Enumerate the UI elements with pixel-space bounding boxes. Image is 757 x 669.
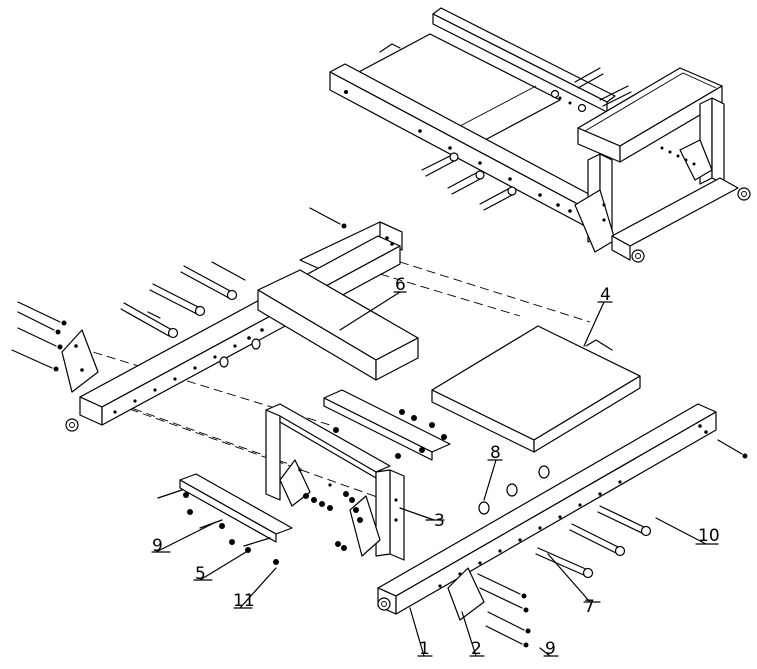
front-frame-right xyxy=(377,403,748,648)
fasteners xyxy=(183,409,447,565)
callout-labels: 6 4 8 3 9 5 11 7 10 1 2 9 xyxy=(152,275,720,659)
callout-8: 8 xyxy=(490,443,501,463)
callout-5: 5 xyxy=(195,564,206,584)
leader-lines xyxy=(151,291,719,657)
callout-9-right: 9 xyxy=(545,639,556,659)
callout-4: 4 xyxy=(600,285,611,305)
assembled-bench xyxy=(329,7,751,263)
center-frame xyxy=(265,389,451,561)
callout-10: 10 xyxy=(698,526,720,546)
seat-pad xyxy=(257,269,419,381)
callout-3: 3 xyxy=(434,511,445,531)
callout-2: 2 xyxy=(471,639,482,659)
callout-9-left: 9 xyxy=(152,536,163,556)
callout-6: 6 xyxy=(395,275,406,295)
bracket-plate xyxy=(179,473,293,543)
callout-11: 11 xyxy=(233,591,255,611)
callout-1: 1 xyxy=(419,639,430,659)
callout-7: 7 xyxy=(584,597,595,617)
leg-board xyxy=(431,325,641,453)
